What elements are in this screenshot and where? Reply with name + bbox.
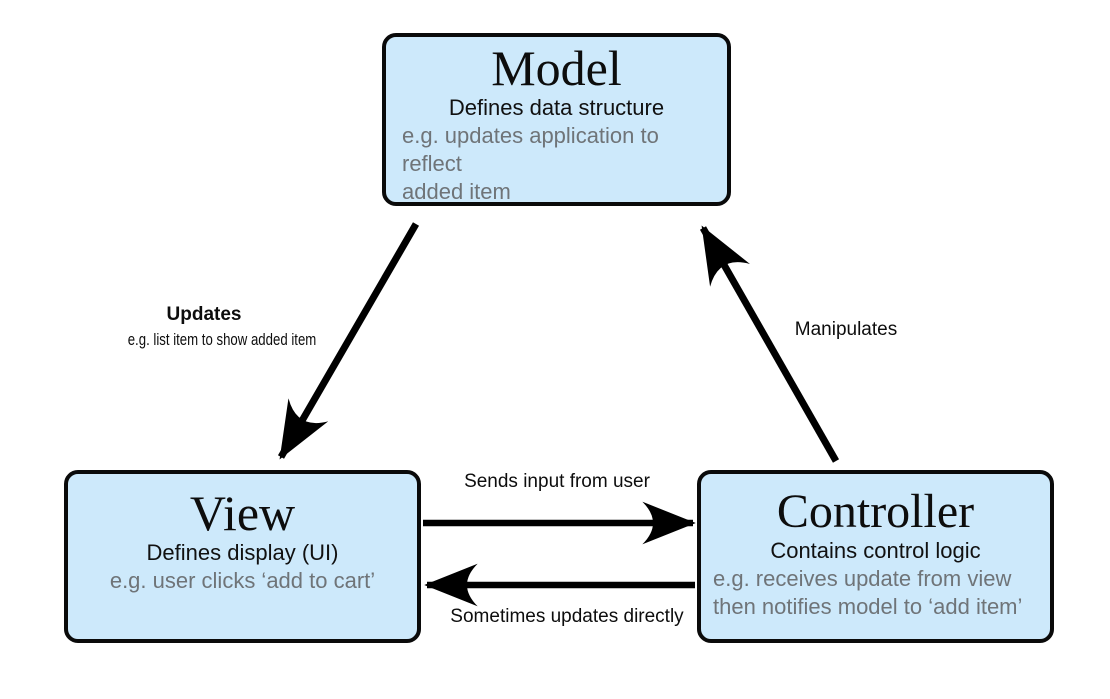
label-sometimes-updates-directly: Sometimes updates directly	[450, 606, 684, 627]
label-updates: Updates	[166, 304, 242, 325]
node-controller: Controller Contains control logic e.g. r…	[697, 470, 1054, 643]
model-title: Model	[491, 40, 622, 96]
model-example-line: added item	[402, 178, 511, 204]
node-model: Model Defines data structure e.g. update…	[382, 33, 731, 206]
label-manipulates: Manipulates	[794, 319, 898, 340]
view-title: View	[189, 485, 296, 541]
label-sends-input-from-user: Sends input from user	[464, 471, 650, 492]
view-example: e.g. user clicks ‘add to cart’	[68, 567, 417, 595]
model-example: e.g. updates application to reflect adde…	[386, 122, 727, 205]
view-example-line: e.g. user clicks ‘add to cart’	[109, 568, 376, 594]
model-subtitle: Defines data structure	[448, 95, 665, 120]
arrow-controller-to-model	[699, 225, 840, 463]
node-view: View Defines display (UI) e.g. user clic…	[64, 470, 421, 643]
controller-example-line: then notifies model to ‘add item’	[713, 593, 1023, 619]
arrow-model-to-view	[277, 222, 420, 460]
model-example-line: e.g. updates application to reflect	[402, 123, 659, 177]
controller-title: Controller	[776, 485, 975, 538]
view-subtitle: Defines display (UI)	[146, 540, 339, 565]
label-updates-example: e.g. list item to show added item	[127, 331, 317, 349]
controller-subtitle: Contains control logic	[770, 537, 981, 563]
controller-example: e.g. receives update from view then noti…	[701, 565, 1050, 620]
controller-example-line: e.g. receives update from view	[713, 566, 1012, 592]
